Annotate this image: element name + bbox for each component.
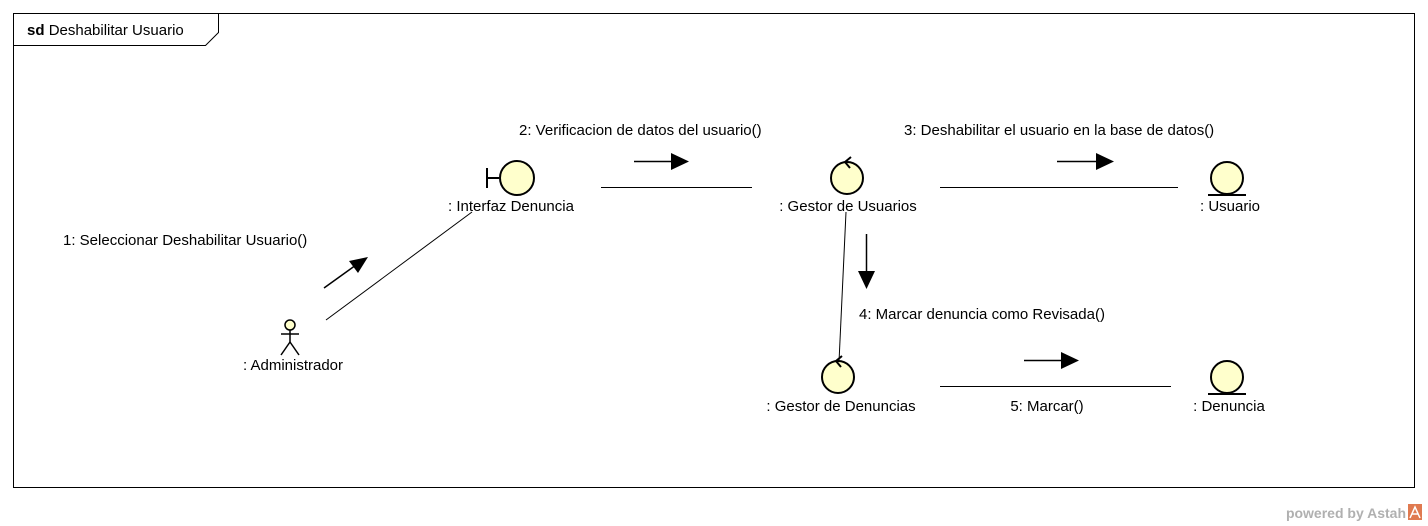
message-5-arrow-icon — [1024, 352, 1079, 369]
control-icon — [821, 355, 855, 394]
message-4: 4: Marcar denuncia como Revisada() — [858, 234, 1105, 323]
object-gestor-denuncias[interactable]: : Gestor de Denuncias — [766, 355, 916, 415]
message-1-label: 1: Seleccionar Deshabilitar Usuario() — [63, 232, 307, 249]
boundary-icon — [486, 160, 535, 196]
message-1-arrow-icon — [323, 257, 368, 289]
link-gestor-usuarios-gestor-denuncias — [838, 211, 847, 363]
object-label-gestor-denuncias: : Gestor de Denuncias — [766, 398, 915, 415]
message-2: 2: Verificacion de datos del usuario() — [519, 122, 762, 170]
object-label-denuncia: : Denuncia — [1193, 398, 1265, 415]
watermark-text: powered by Astah — [1286, 505, 1406, 521]
object-label-interfaz: : Interfaz Denuncia — [448, 198, 575, 215]
control-icon — [830, 156, 864, 195]
frame-title: sd Deshabilitar Usuario — [27, 22, 184, 39]
message-5-label: 5: Marcar() — [1010, 398, 1083, 415]
actor-icon — [280, 319, 300, 356]
object-gestor-usuarios[interactable]: : Gestor de Usuarios — [779, 156, 917, 215]
frame-tab — [13, 13, 219, 46]
message-5: 5: Marcar() — [1010, 352, 1084, 415]
link-admin-interfaz — [325, 211, 473, 321]
astah-logo-icon — [1408, 504, 1422, 520]
message-3-arrow-icon — [1057, 153, 1114, 170]
message-2-label: 2: Verificacion de datos del usuario() — [519, 122, 762, 139]
object-denuncia[interactable]: : Denuncia — [1193, 360, 1266, 415]
message-1: 1: Seleccionar Deshabilitar Usuario() — [63, 232, 368, 289]
watermark: powered by Astah — [1286, 504, 1422, 521]
message-4-arrow-icon — [858, 234, 875, 289]
object-label-administrador: : Administrador — [243, 357, 343, 374]
diagram-frame — [13, 13, 1415, 488]
message-4-label: 4: Marcar denuncia como Revisada() — [859, 306, 1105, 323]
message-3-label: 3: Deshabilitar el usuario en la base de… — [904, 122, 1214, 139]
object-label-usuario: : Usuario — [1200, 198, 1260, 215]
object-interfaz-denuncia[interactable]: : Interfaz Denuncia — [448, 160, 575, 215]
message-2-arrow-icon — [634, 153, 689, 170]
object-label-gestor-usuarios: : Gestor de Usuarios — [779, 198, 917, 215]
entity-icon — [1208, 360, 1246, 395]
entity-icon — [1208, 161, 1246, 196]
actor-administrador[interactable]: : Administrador — [243, 319, 343, 374]
message-3: 3: Deshabilitar el usuario en la base de… — [904, 122, 1214, 170]
object-usuario[interactable]: : Usuario — [1200, 161, 1260, 215]
